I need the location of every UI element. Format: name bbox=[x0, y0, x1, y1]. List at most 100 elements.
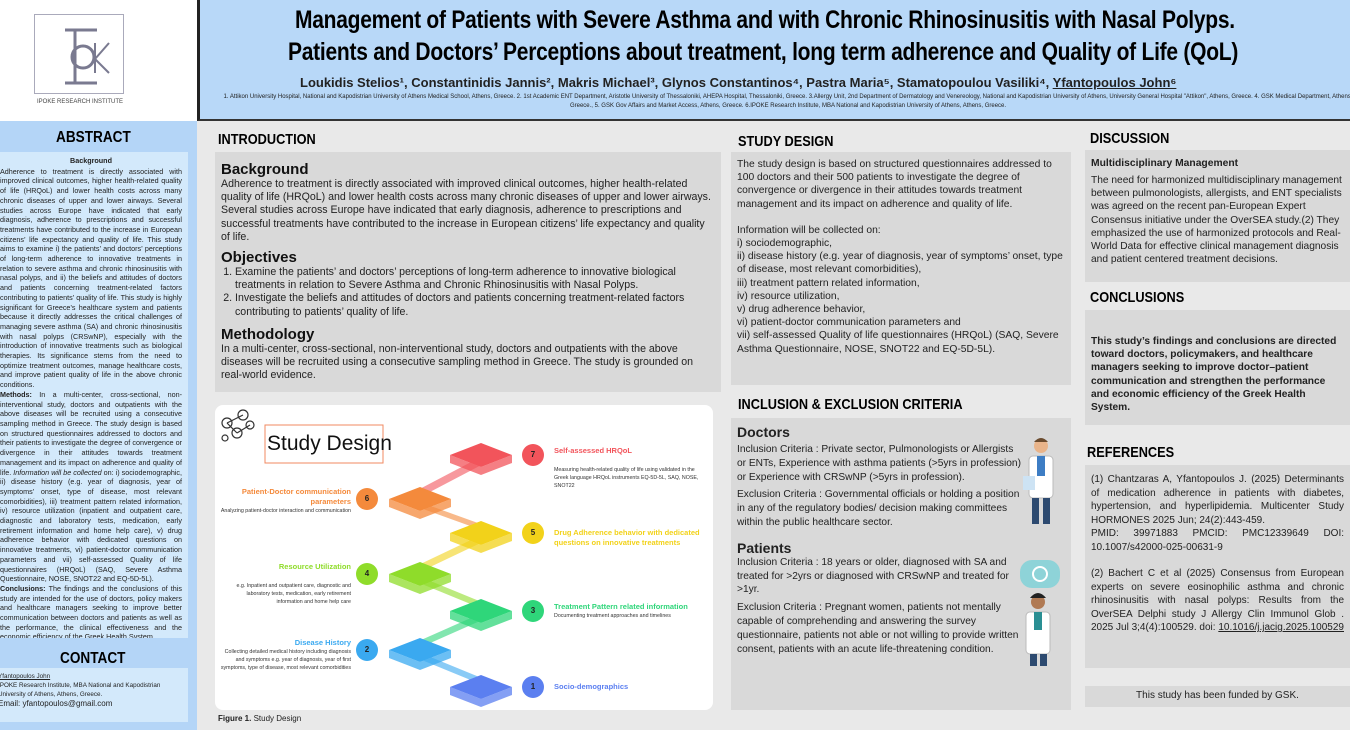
ipoke-logo bbox=[34, 14, 124, 94]
info-item: i) sociodemographic, bbox=[737, 238, 833, 250]
methodology-heading: Methodology bbox=[221, 325, 315, 343]
title-line-1: Management of Patients with Severe Asthm… bbox=[295, 6, 1235, 34]
patients-inclusion: Inclusion Criteria : 18 years or older, … bbox=[737, 556, 1009, 596]
step-number-5: 5 bbox=[522, 522, 544, 544]
abstract-heading: ABSTRACT bbox=[56, 129, 131, 146]
abstract-background: Adherence to treatment is directly assoc… bbox=[0, 166, 182, 390]
info-item: iii) treatment pattern related informati… bbox=[737, 277, 920, 289]
poster-header: Management of Patients with Severe Asthm… bbox=[197, 0, 1350, 121]
info-list: i) sociodemographic,ii) disease history … bbox=[737, 237, 1065, 356]
contact-email[interactable]: Email: yfantopoulos@gmail.com bbox=[0, 699, 113, 708]
objective-item: Examine the patients’ and doctors’ perce… bbox=[235, 266, 715, 292]
contact-box: Yfantopoulos John IPOKE Research Institu… bbox=[0, 668, 188, 722]
step-description: e.g. Inpatient and outpatient care, diag… bbox=[236, 583, 351, 605]
step-number-3: 3 bbox=[522, 600, 544, 622]
network-icon bbox=[221, 409, 255, 442]
platform-side bbox=[450, 533, 512, 553]
platform-side bbox=[389, 650, 451, 670]
info-item: v) drug adherence behavior, bbox=[737, 304, 866, 316]
platform-step-5 bbox=[450, 521, 512, 545]
platform-step-3 bbox=[450, 599, 512, 623]
reference-2: (2) Bachert C et al (2025) Consensus fro… bbox=[1091, 568, 1344, 633]
abstract-background-heading: Background bbox=[70, 156, 112, 165]
abstract-box: Background Adherence to treatment is dir… bbox=[0, 152, 188, 638]
conclusions-text: This study’s findings and conclusions ar… bbox=[1091, 336, 1337, 414]
contact-affiliation-1: IPOKE Research Institute, MBA National a… bbox=[0, 682, 161, 689]
conclusions-box: This study’s findings and conclusions ar… bbox=[1085, 310, 1350, 425]
references-box: (1) Chantzaras A, Yfantopoulos J. (2025)… bbox=[1085, 465, 1350, 668]
funding-note: This study has been funded by GSK. bbox=[1085, 686, 1350, 707]
step-description: Analyzing patient-doctor interaction and… bbox=[220, 508, 351, 514]
step-number-2: 2 bbox=[356, 639, 378, 661]
affiliations: 1. Attikon University Hospital, National… bbox=[223, 94, 1350, 109]
doctors-inclusion: Inclusion Criteria : Private sector, Pul… bbox=[737, 444, 1021, 483]
patients-heading: Patients bbox=[737, 539, 792, 556]
logo-area: IPOKE RESEARCH INSTITUTE bbox=[0, 0, 197, 121]
step-number-6: 6 bbox=[356, 488, 378, 510]
reference-1: (1) Chantzaras A, Yfantopoulos J. (2025)… bbox=[1091, 474, 1344, 526]
study-design-intro: The study design is based on structured … bbox=[737, 159, 1052, 210]
figure-title: Study Design bbox=[267, 432, 392, 455]
platform-step-2 bbox=[389, 638, 451, 662]
objectives-list: Examine the patients’ and doctors’ perce… bbox=[221, 266, 715, 319]
figure-caption: Figure 1. Study Design bbox=[218, 714, 302, 723]
introduction-box: Background Adherence to treatment is dir… bbox=[215, 152, 721, 392]
contact-heading: CONTACT bbox=[60, 650, 126, 667]
abstract-methods: Methods: In a multi-center, cross-sectio… bbox=[0, 389, 182, 584]
background-heading: Background bbox=[221, 161, 309, 178]
step-description: Collecting detailed medical history incl… bbox=[220, 649, 351, 671]
study-design-heading: STUDY DESIGN bbox=[738, 133, 834, 150]
doctors-heading: Doctors bbox=[737, 424, 790, 440]
step-description: Documenting treatment approaches and tim… bbox=[554, 613, 671, 619]
objectives-heading: Objectives bbox=[221, 249, 297, 267]
discussion-box: Multidisciplinary Management The need fo… bbox=[1085, 150, 1350, 282]
step-number-4: 4 bbox=[356, 563, 378, 585]
title-line-2: Patients and Doctors’ Perceptions about … bbox=[288, 38, 1239, 66]
platform-side bbox=[450, 611, 512, 631]
platform-side bbox=[389, 499, 451, 519]
title-frame bbox=[264, 424, 384, 464]
step-label: Resource Utilization bbox=[278, 562, 351, 571]
discussion-heading: DISCUSSION bbox=[1090, 130, 1170, 147]
contact-affiliation-2: University of Athens, Athens, Greece. bbox=[0, 691, 103, 698]
step-label: Disease History bbox=[294, 638, 351, 647]
step-label: Treatment Pattern related information bbox=[554, 602, 688, 611]
info-item: ii) disease history (e.g. year of diagno… bbox=[737, 251, 1063, 276]
step-label: Socio-demographics bbox=[554, 682, 629, 691]
staircase-graphic bbox=[221, 409, 512, 707]
doctors-exclusion: Exclusion Criteria : Governmental offici… bbox=[737, 489, 1020, 528]
contact-name: Yfantopoulos John bbox=[0, 673, 51, 680]
criteria-box: Doctors Inclusion Criteria : Private sec… bbox=[731, 418, 1071, 710]
step-number-1: 1 bbox=[522, 676, 544, 698]
step-label: Drug Adherence behavior with dedicated q… bbox=[554, 528, 700, 547]
study-design-box: The study design is based on structured … bbox=[731, 152, 1071, 385]
platform-side bbox=[450, 455, 512, 475]
conclusions-heading: CONCLUSIONS bbox=[1090, 289, 1185, 306]
introduction-heading: INTRODUCTION bbox=[218, 131, 316, 148]
step-label: Patient-Doctor communication parameters bbox=[241, 487, 351, 506]
platform-step-6 bbox=[389, 487, 451, 511]
info-item: vii) self-assessed Quality of life quest… bbox=[737, 330, 1059, 355]
patients-exclusion: Exclusion Criteria : Pregnant women, pat… bbox=[737, 602, 1019, 655]
discussion-text: The need for harmonized multidisciplinar… bbox=[1091, 175, 1342, 266]
info-item: iv) resource utilization, bbox=[737, 290, 840, 302]
discussion-subheading: Multidisciplinary Management bbox=[1091, 158, 1239, 169]
study-design-figure: Study Design 1 Socio-demographics 2 Disease… bbox=[215, 405, 713, 710]
info-item: vi) patient-doctor communication paramet… bbox=[737, 317, 961, 329]
step-description: Measuring health-related quality of life… bbox=[554, 467, 699, 489]
background-text: Adherence to treatment is directly assoc… bbox=[221, 178, 711, 243]
platform-side bbox=[450, 687, 512, 707]
objective-item: Investigate the beliefs and attitudes of… bbox=[235, 292, 715, 318]
platform-step-1 bbox=[450, 675, 512, 699]
platform-side bbox=[389, 574, 451, 594]
platform-step-7 bbox=[450, 443, 512, 467]
doctor-illustration bbox=[1023, 438, 1054, 524]
step-label: Self-assessed HRQoL bbox=[554, 446, 632, 455]
authors: Loukidis Stelios¹, Constantinidis Jannis… bbox=[300, 75, 1177, 90]
reference-2-doi-link[interactable]: 10.1016/j.jacig.2025.100529 bbox=[1218, 622, 1344, 633]
reference-1-ids: PMID: 39971883 PMCID: PMC12339649 DOI: 1… bbox=[1091, 528, 1344, 553]
doctor-with-pill-illustration bbox=[1020, 560, 1060, 666]
methodology-text: In a multi-center, cross-sectional, non-… bbox=[221, 342, 694, 382]
abstract-conclusions: Conclusions: The findings and the conclu… bbox=[0, 583, 182, 638]
criteria-heading: INCLUSION & EXCLUSION CRITERIA bbox=[738, 396, 963, 413]
